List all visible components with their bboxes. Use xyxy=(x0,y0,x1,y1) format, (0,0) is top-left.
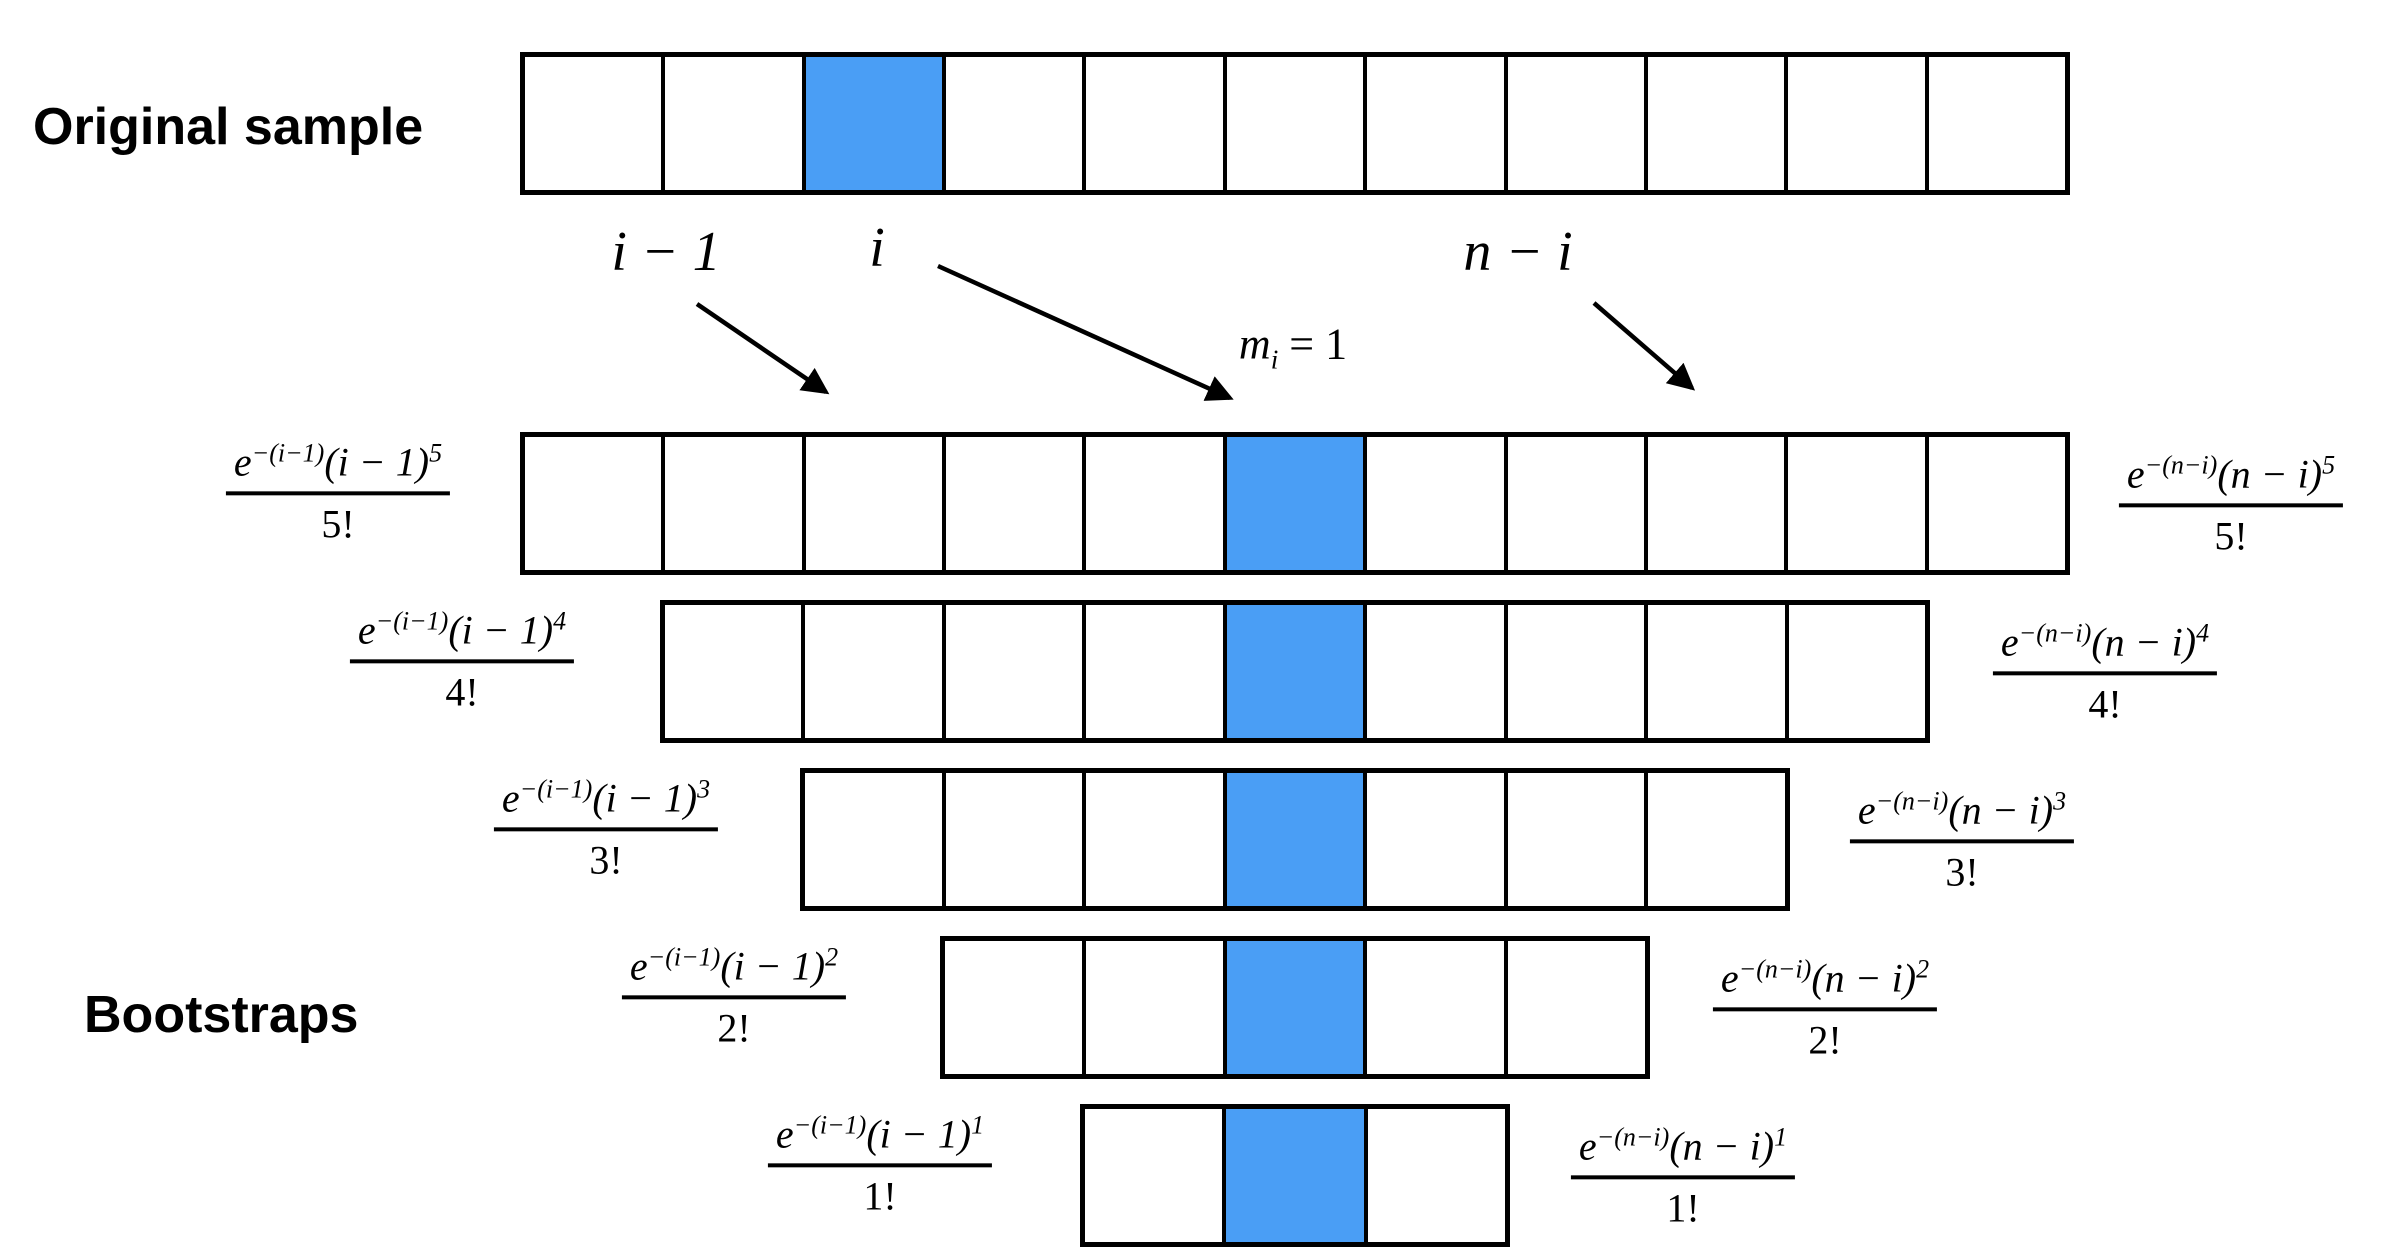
formula-numerator: e−(i−1)(i − 1)2 xyxy=(621,941,847,1000)
cell xyxy=(525,437,666,570)
bootstrap-row-p3 xyxy=(800,768,1790,911)
formula-numerator: e−(i−1)(i − 1)3 xyxy=(493,773,719,832)
highlighted-cell xyxy=(1226,941,1368,1074)
cell xyxy=(1367,605,1508,738)
cell xyxy=(1508,437,1648,570)
formula-denominator: 3! xyxy=(589,837,623,883)
cell xyxy=(665,57,806,190)
original-sample-label: Original sample xyxy=(33,98,424,156)
formula-denominator: 4! xyxy=(2088,681,2122,727)
formula-denominator: 1! xyxy=(1666,1185,1700,1231)
highlighted-cell xyxy=(1226,437,1368,570)
cell xyxy=(1788,437,1929,570)
cell xyxy=(806,437,947,570)
cell xyxy=(1367,437,1508,570)
label-i: i xyxy=(869,217,885,279)
cell xyxy=(1086,437,1227,570)
formula-numerator: e−(i−1)(i − 1)4 xyxy=(349,605,575,664)
cell xyxy=(1929,437,2065,570)
formula-denominator: 5! xyxy=(2214,513,2248,559)
cell xyxy=(946,437,1087,570)
cell xyxy=(946,57,1087,190)
multiplicity-base: m xyxy=(1238,319,1271,369)
cell xyxy=(1789,605,1925,738)
multiplicity-subscript: i xyxy=(1270,344,1279,375)
formula-numerator: e−(n−i)(n − i)4 xyxy=(1992,617,2218,676)
highlighted-cell xyxy=(1226,605,1368,738)
cell xyxy=(945,941,1086,1074)
formula-numerator: e−(n−i)(n − i)5 xyxy=(2118,449,2344,508)
multiplicity-value: = 1 xyxy=(1278,319,1348,369)
formula-denominator: 1! xyxy=(863,1173,897,1219)
bootstraps-label: Bootstraps xyxy=(84,986,359,1044)
bootstrap-row-p1 xyxy=(1080,1104,1510,1247)
cell xyxy=(1788,57,1929,190)
cell xyxy=(1929,57,2065,190)
label-n-minus-i: n − i xyxy=(1463,221,1573,283)
bootstrap-row-p2 xyxy=(940,936,1650,1079)
cell xyxy=(946,605,1087,738)
cell xyxy=(805,605,946,738)
cell xyxy=(1086,941,1227,1074)
formula-denominator: 3! xyxy=(1945,849,1979,895)
cell xyxy=(1086,773,1227,906)
highlighted-cell xyxy=(805,57,947,190)
bootstrap-row-p4 xyxy=(660,600,1930,743)
cell xyxy=(1368,1109,1505,1242)
cell xyxy=(1367,941,1509,1074)
formula-numerator: e−(n−i)(n − i)2 xyxy=(1712,953,1938,1012)
cell xyxy=(805,773,946,906)
cell xyxy=(525,57,666,190)
formula-denominator: 2! xyxy=(717,1005,751,1051)
bootstrap-row-p5 xyxy=(520,432,2070,575)
cell xyxy=(1367,773,1508,906)
cell xyxy=(1648,773,1785,906)
cell xyxy=(1367,57,1508,190)
right-weight-formula-p2: e−(n−i)(n − i)2 2! xyxy=(1712,953,1938,1063)
cell xyxy=(1085,1109,1227,1242)
formula-numerator: e−(n−i)(n − i)1 xyxy=(1570,1121,1796,1180)
cell xyxy=(1648,437,1789,570)
formula-numerator: e−(i−1)(i − 1)1 xyxy=(767,1109,993,1168)
cell xyxy=(1648,57,1789,190)
left-weight-formula-p5: e−(i−1)(i − 1)5 5! xyxy=(225,437,451,547)
cell xyxy=(946,773,1087,906)
cell xyxy=(1086,605,1227,738)
right-weight-formula-p5: e−(n−i)(n − i)5 5! xyxy=(2118,449,2344,559)
formula-numerator: e−(n−i)(n − i)3 xyxy=(1849,785,2075,844)
arrow-i xyxy=(937,263,1234,401)
highlighted-cell xyxy=(1226,773,1368,906)
cell xyxy=(1227,57,1368,190)
label-i-minus-1: i − 1 xyxy=(611,221,721,283)
cell xyxy=(1648,605,1789,738)
highlighted-cell xyxy=(1226,1109,1368,1242)
cell xyxy=(665,437,806,570)
arrow-i-minus-1 xyxy=(695,302,830,395)
arrow-n-minus-i xyxy=(1592,301,1696,391)
right-weight-formula-p1: e−(n−i)(n − i)1 1! xyxy=(1570,1121,1796,1231)
original-sample-row xyxy=(520,52,2070,195)
formula-denominator: 4! xyxy=(445,669,479,715)
cell xyxy=(1508,941,1645,1074)
cell xyxy=(1508,605,1649,738)
cell xyxy=(1508,57,1648,190)
formula-numerator: e−(i−1)(i − 1)5 xyxy=(225,437,451,496)
label-multiplicity: mi = 1 xyxy=(1239,319,1347,376)
left-weight-formula-p3: e−(i−1)(i − 1)3 3! xyxy=(493,773,719,883)
left-weight-formula-p1: e−(i−1)(i − 1)1 1! xyxy=(767,1109,993,1219)
right-weight-formula-p3: e−(n−i)(n − i)3 3! xyxy=(1849,785,2075,895)
cell xyxy=(665,605,806,738)
left-weight-formula-p2: e−(i−1)(i − 1)2 2! xyxy=(621,941,847,1051)
right-weight-formula-p4: e−(n−i)(n − i)4 4! xyxy=(1992,617,2218,727)
formula-denominator: 2! xyxy=(1808,1017,1842,1063)
left-weight-formula-p4: e−(i−1)(i − 1)4 4! xyxy=(349,605,575,715)
cell xyxy=(1508,773,1649,906)
formula-denominator: 5! xyxy=(321,501,355,547)
cell xyxy=(1086,57,1227,190)
